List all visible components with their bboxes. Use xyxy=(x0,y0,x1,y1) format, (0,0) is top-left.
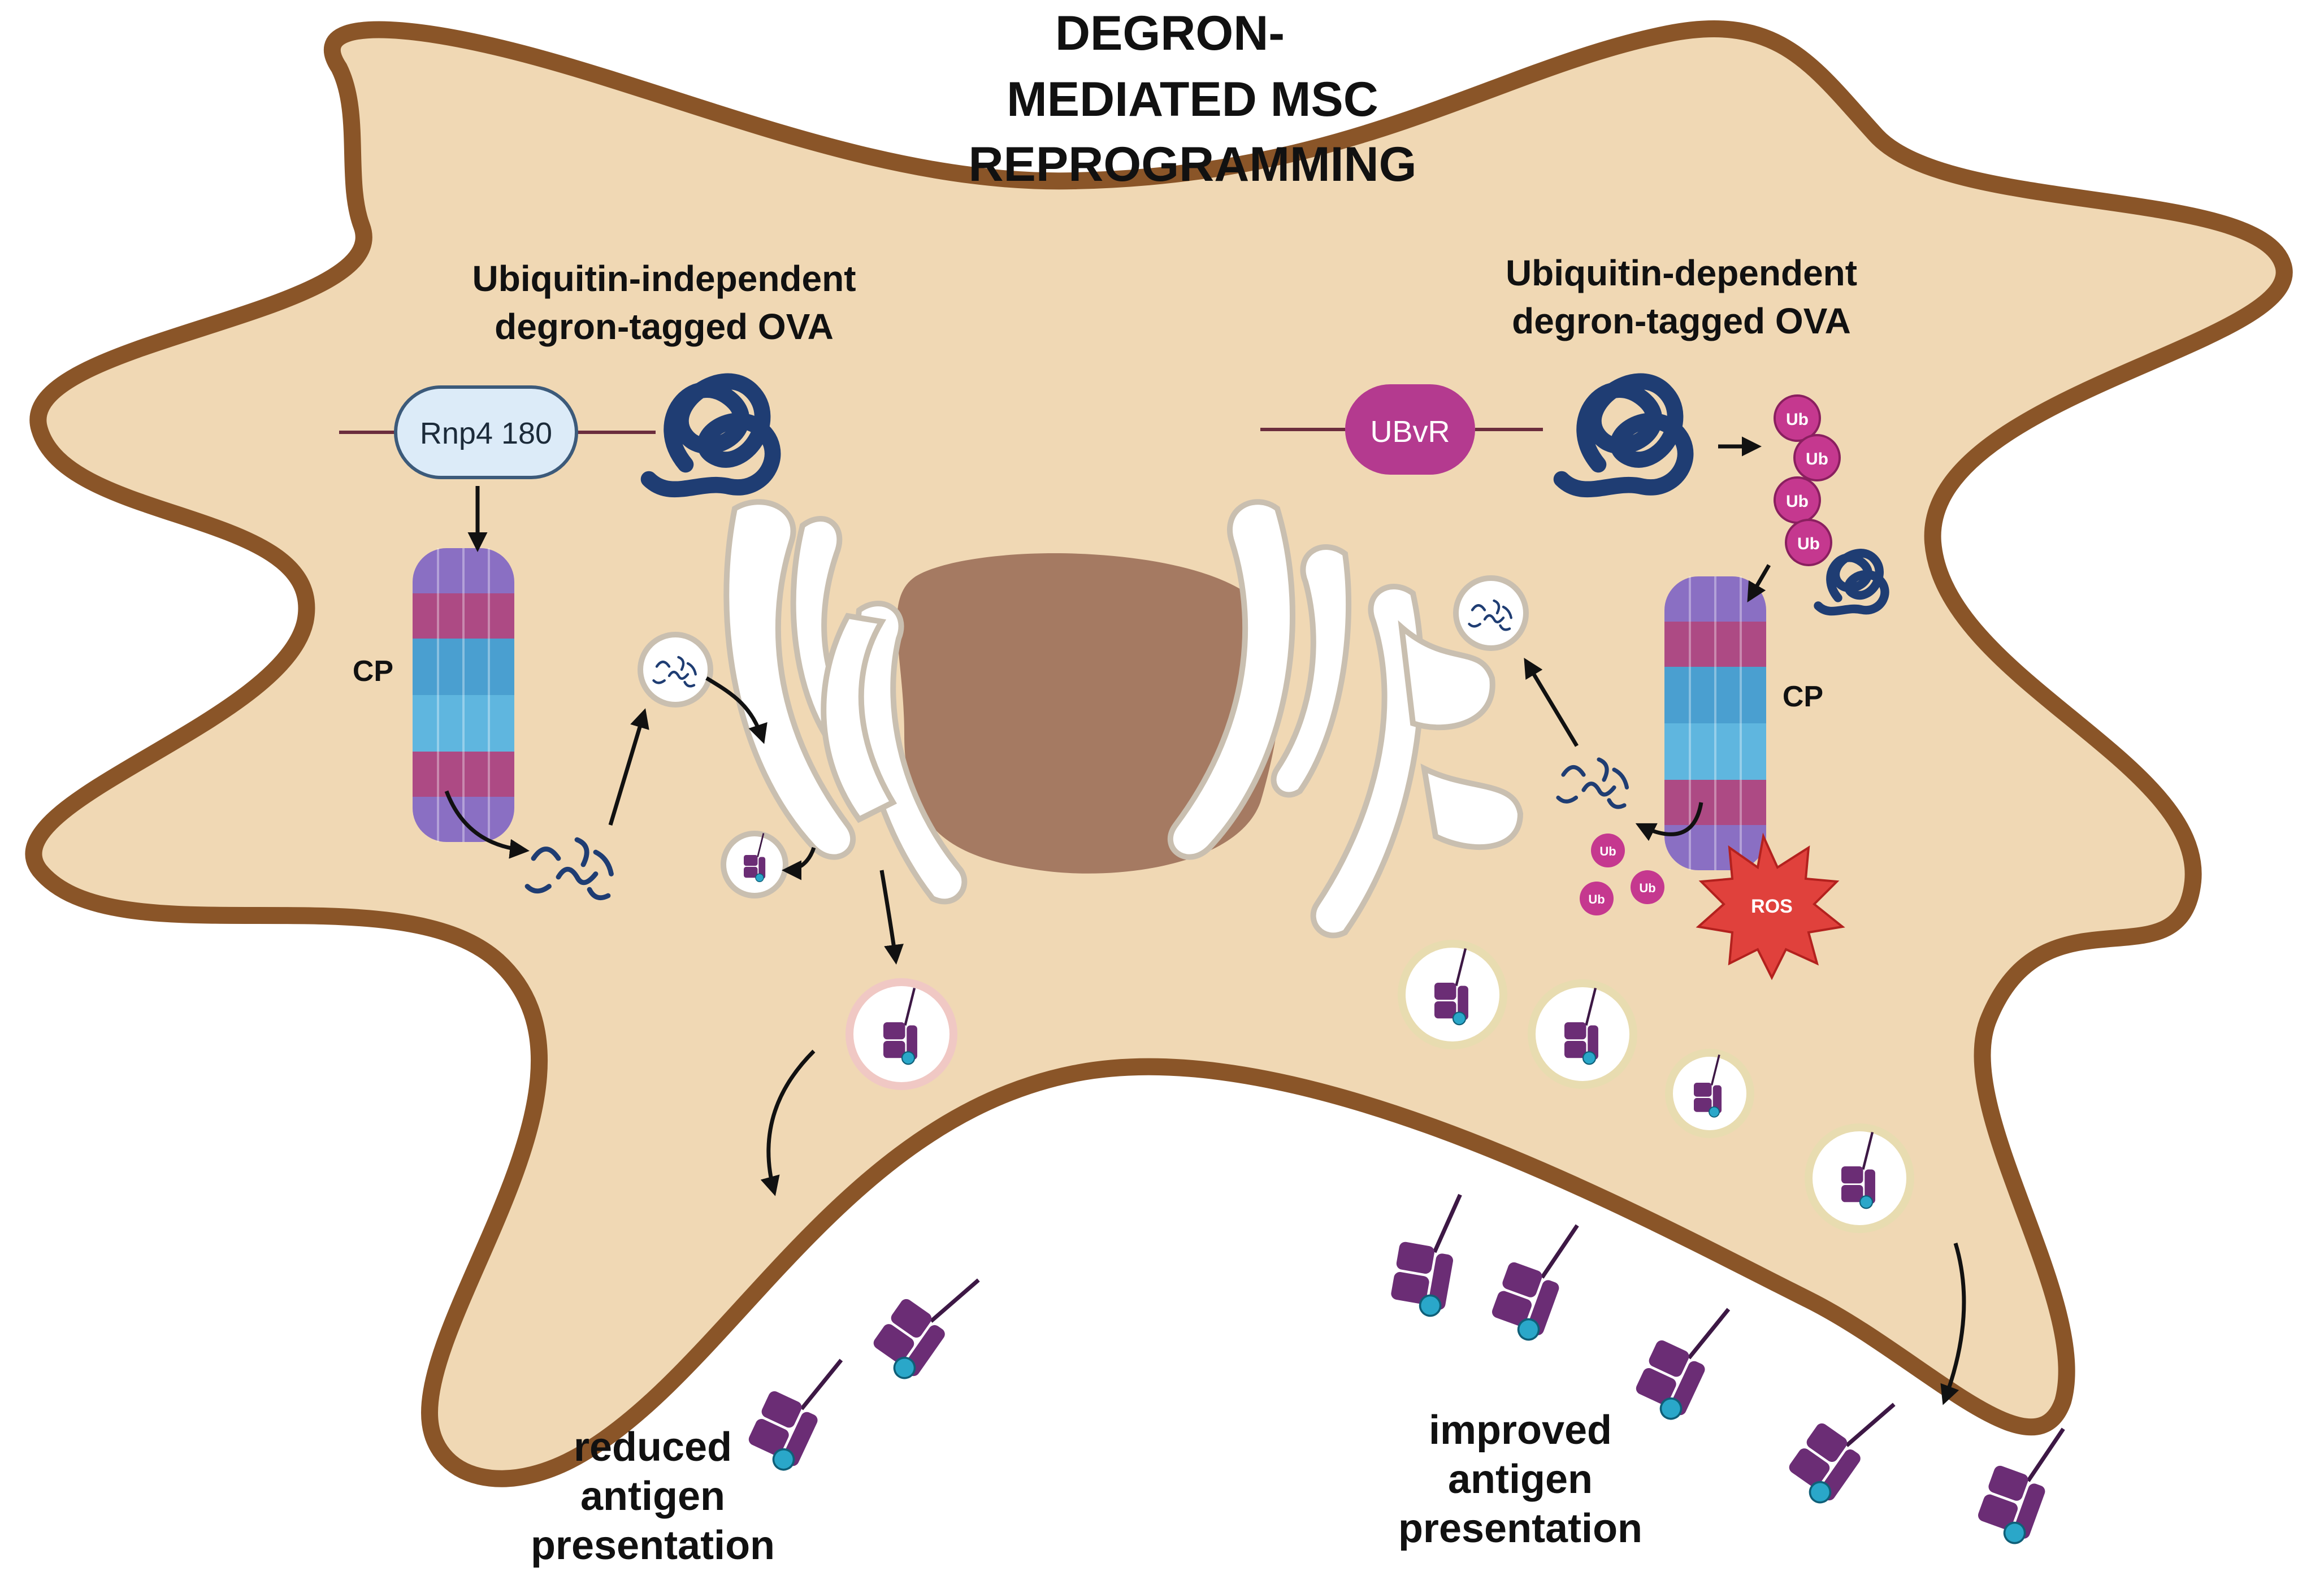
right-heading-line-2: degron-tagged OVA xyxy=(1512,301,1851,341)
mhc-vesicles-right xyxy=(1398,940,1914,1233)
ubvr-construct xyxy=(1260,381,1685,489)
right-outcome-line-2: antigen xyxy=(1448,1457,1593,1502)
nucleus xyxy=(896,553,1281,874)
ubvr-label: UBvR xyxy=(1370,415,1450,449)
right-outcome-line-1: improved xyxy=(1429,1408,1612,1453)
ub-label-4: Ub xyxy=(1797,535,1820,553)
ros-burst xyxy=(1696,832,1845,980)
ub-label-7: Ub xyxy=(1639,881,1655,895)
vesicle-left-top xyxy=(638,632,713,707)
endoplasmic-reticulum-left xyxy=(723,499,968,905)
free-ubiquitins xyxy=(1580,834,1664,915)
title-line-2: MEDIATED MSC xyxy=(1007,72,1378,127)
ub-label-3: Ub xyxy=(1786,492,1809,511)
endoplasmic-reticulum-right xyxy=(1167,499,1524,939)
left-outcome-line-1: reduced xyxy=(574,1425,732,1470)
rnp4-construct xyxy=(339,381,773,489)
right-heading-line-1: Ubiquitin-dependent xyxy=(1506,253,1857,293)
title-line-1: DEGRON- xyxy=(1055,6,1285,60)
rnp4-label: Rnp4 180 xyxy=(420,416,552,450)
proteasome-left xyxy=(411,547,515,843)
right-outcome-line-3: presentation xyxy=(1398,1506,1642,1551)
mhc-vesicle-left xyxy=(846,978,957,1090)
ubiquitin-chain xyxy=(1774,394,1885,611)
ros-label: ROS xyxy=(1751,896,1793,917)
rnp4-180-box xyxy=(394,385,578,479)
left-heading-line-1: Ubiquitin-independent xyxy=(472,258,856,299)
ubvr-box xyxy=(1345,384,1475,475)
ub-label-2: Ub xyxy=(1806,450,1828,468)
ub-label-6: Ub xyxy=(1588,892,1605,906)
left-heading-line-2: degron-tagged OVA xyxy=(495,306,834,347)
pathway-arrows xyxy=(444,436,1966,1405)
proteasome-right xyxy=(1663,575,1767,871)
left-outcome-line-3: presentation xyxy=(531,1523,775,1568)
ub-label-5: Ub xyxy=(1599,844,1616,858)
cp-label-left: CP xyxy=(353,655,393,688)
vesicle-right-top xyxy=(1453,575,1529,651)
left-outcome-line-2: antigen xyxy=(580,1474,725,1519)
ub-label-1: Ub xyxy=(1786,410,1809,429)
title-line-3: REPROGRAMMING xyxy=(968,137,1416,192)
cp-label-right: CP xyxy=(1783,680,1823,713)
surface-mhc-left xyxy=(743,1251,982,1475)
